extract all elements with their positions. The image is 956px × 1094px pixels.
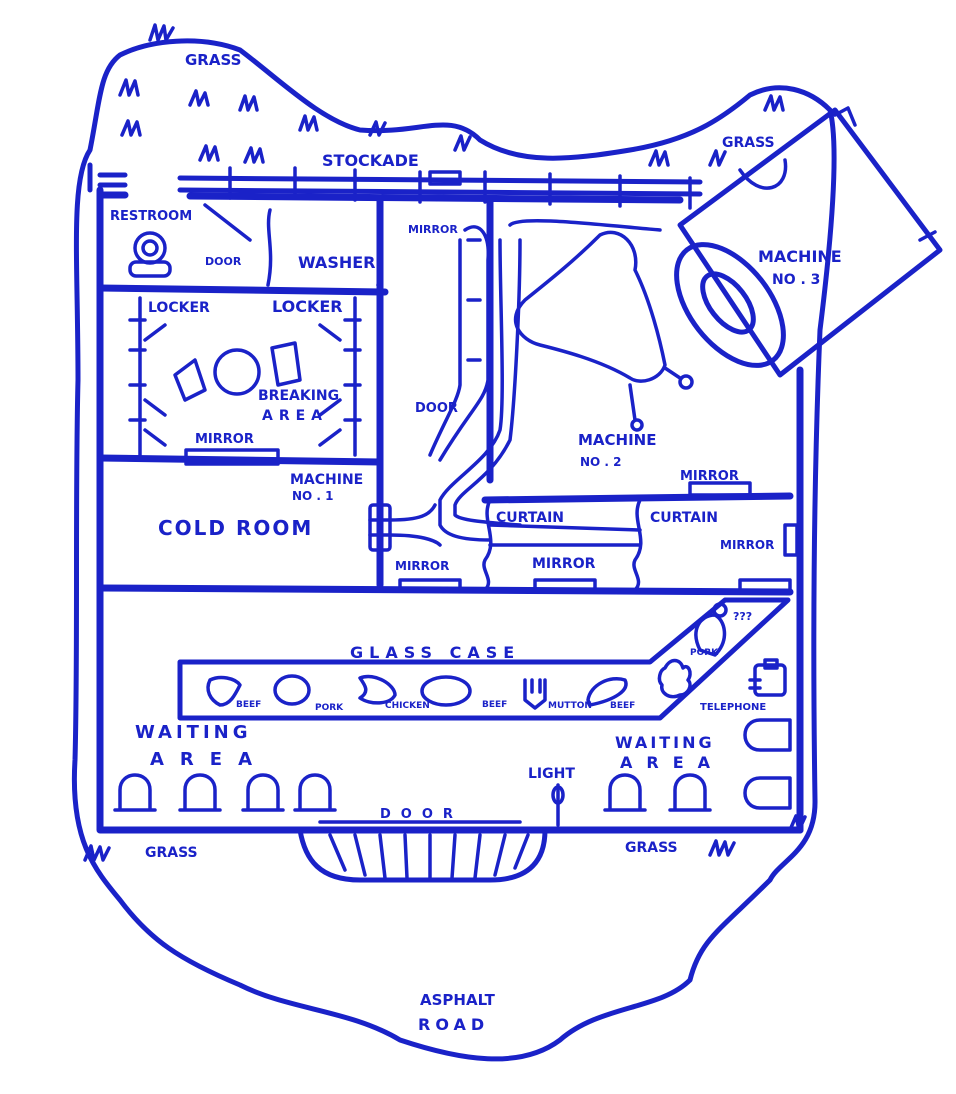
label-meat-chicken: CHICKEN xyxy=(385,701,430,711)
label-curtain-right: CURTAIN xyxy=(650,510,718,526)
label-mirror-right-top: MIRROR xyxy=(680,469,739,484)
locker-room xyxy=(128,296,362,466)
label-machine3-line2: NO . 3 xyxy=(772,272,820,288)
label-meat-pork-2: PORK xyxy=(690,648,719,658)
machine-no-3 xyxy=(674,106,943,378)
label-asphalt-line1: ASPHALT xyxy=(420,991,496,1009)
glass-case xyxy=(177,597,791,721)
curtains xyxy=(398,481,799,594)
machine-no-1 xyxy=(368,503,392,552)
label-question-marks: ??? xyxy=(733,610,752,623)
label-waiting-right-line2: AREA xyxy=(620,753,724,772)
label-grass-bottom-left: GRASS xyxy=(145,845,198,861)
meat-display xyxy=(206,602,728,710)
lot-outline xyxy=(71,38,837,1062)
label-machine2-line2: NO . 2 xyxy=(580,455,622,469)
label-mirror-right-side: MIRROR xyxy=(720,538,774,552)
label-restroom: RESTROOM xyxy=(110,209,192,224)
label-glass-case: GLASS CASE xyxy=(350,643,520,662)
label-meat-pork-1: PORK xyxy=(315,703,344,713)
label-waiting-left-line1: WAITING xyxy=(135,722,252,743)
label-breaking-line1: BREAKING xyxy=(258,388,339,404)
label-door-front: DOOR xyxy=(380,807,463,822)
label-locker-left: LOCKER xyxy=(148,300,210,316)
label-waiting-right-line1: WAITING xyxy=(615,733,715,752)
label-breaking-line2: AREA xyxy=(262,408,328,424)
label-curtain-left: CURTAIN xyxy=(496,510,564,526)
label-mirror-bottom-left: MIRROR xyxy=(395,559,449,573)
label-light: LIGHT xyxy=(528,766,575,782)
label-grass-top: GRASS xyxy=(185,51,241,69)
front-door-steps xyxy=(297,820,548,883)
label-mirror-breaking: MIRROR xyxy=(195,432,254,447)
label-meat-mutton: MUTTON xyxy=(548,701,592,711)
label-door-middle: DOOR xyxy=(415,401,458,416)
label-locker-right: LOCKER xyxy=(272,297,343,316)
label-machine3-line1: MACHINE xyxy=(758,247,842,266)
labels: GRASS GRASS STOCKADE RESTROOM DOOR WASHE… xyxy=(110,51,842,1034)
label-meat-beef-1: BEEF xyxy=(236,700,261,710)
label-grass-top-right: GRASS xyxy=(722,135,775,151)
label-washer: WASHER xyxy=(298,253,375,272)
light-fixture xyxy=(551,783,565,827)
label-meat-beef-3: BEEF xyxy=(610,701,635,711)
machine-no-2 xyxy=(513,230,694,432)
label-asphalt-line2: ROAD xyxy=(418,1015,489,1034)
washer xyxy=(266,208,383,287)
toilet xyxy=(128,203,252,278)
label-stockade: STOCKADE xyxy=(322,151,419,170)
label-grass-bottom-right: GRASS xyxy=(625,840,678,856)
waiting-seats xyxy=(113,718,792,812)
rail-track xyxy=(388,218,662,547)
label-door-restroom: DOOR xyxy=(205,255,242,268)
label-mirror-bottom-mid: MIRROR xyxy=(532,556,596,572)
label-machine1-line1: MACHINE xyxy=(290,472,363,488)
label-meat-beef-2: BEEF xyxy=(482,700,507,710)
label-machine2-line1: MACHINE xyxy=(578,431,656,449)
label-mirror-top: MIRROR xyxy=(408,223,458,236)
label-telephone: TELEPHONE xyxy=(700,702,766,713)
telephone xyxy=(748,658,787,697)
label-machine1-line2: NO . 1 xyxy=(292,489,334,503)
label-waiting-left-line2: AREA xyxy=(150,749,268,770)
label-cold-room: COLD ROOM xyxy=(158,516,313,540)
